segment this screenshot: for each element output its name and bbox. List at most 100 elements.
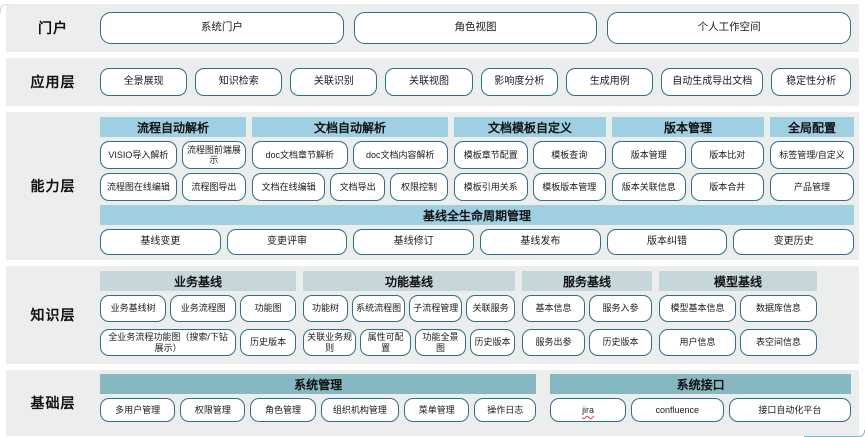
cap-item-doc-export[interactable]: 文档导出	[330, 173, 385, 201]
cap-item-version-relation-info[interactable]: 版本关联信息	[612, 173, 686, 201]
foundation-body: 系统管理 多用户管理 权限管理 角色管理 组织机构管理 菜单管理 操作日志 系统…	[100, 370, 851, 436]
base-item-permission-manage[interactable]: 权限管理	[180, 398, 246, 422]
portal-items: 系统门户 角色视图 个人工作空间	[100, 12, 852, 44]
group-header-doc-template: 文档模板自定义	[454, 117, 606, 137]
know-item-database-info[interactable]: 数据库信息	[740, 295, 817, 322]
group-header-baseline-lifecycle: 基线全生命周期管理	[100, 205, 854, 225]
base-item-operation-log[interactable]: 操作日志	[474, 398, 537, 422]
base-item-confluence[interactable]: confluence	[630, 398, 724, 422]
capability-group-version-manage: 版本管理 版本管理 版本比对 版本关联信息 版本合并	[612, 117, 764, 201]
know-item-business-flowchart[interactable]: 业务流程图	[170, 295, 237, 322]
know-item-tablespace-info[interactable]: 表空间信息	[740, 329, 817, 356]
know-item-related-business-rule[interactable]: 关联业务规则	[303, 329, 357, 356]
cap-item-version-manage[interactable]: 版本管理	[612, 141, 686, 169]
portal-item-system-portal[interactable]: 系统门户	[100, 12, 344, 44]
know-item-user-info[interactable]: 用户信息	[659, 329, 736, 356]
cap-item-template-version-manage[interactable]: 模板版本管理	[532, 173, 606, 201]
know-item-related-service[interactable]: 关联服务	[466, 295, 515, 322]
layer-portal: 门户 系统门户 角色视图 个人工作空间	[6, 4, 859, 52]
cap-item-version-compare[interactable]: 版本比对	[690, 141, 764, 169]
know-item-attribute-configurable[interactable]: 属性可配置	[360, 329, 412, 356]
know-item-business-baseline-tree[interactable]: 业务基线树	[100, 295, 167, 322]
base-item-role-manage[interactable]: 角色管理	[250, 398, 316, 422]
portal-body: 系统门户 角色视图 个人工作空间	[100, 4, 852, 52]
lifecycle-item-baseline-release[interactable]: 基线发布	[480, 229, 601, 255]
cap-item-template-chapter-config[interactable]: 模板章节配置	[454, 141, 528, 169]
cap-item-permission-control[interactable]: 权限控制	[389, 173, 448, 201]
app-item-relation-recognition[interactable]: 关联识别	[290, 68, 378, 96]
know-item-function-panorama[interactable]: 功能全景图	[415, 329, 466, 356]
knowledge-body: 业务基线 业务基线树 业务流程图 功能图 全业务流程功能图（搜索/下钻展示） 历…	[100, 266, 851, 364]
group-header-business-baseline: 业务基线	[100, 271, 296, 291]
know-item-model-basic-info[interactable]: 模型基本信息	[659, 295, 736, 322]
cap-item-flowchart-online-edit[interactable]: 流程图在线编辑	[100, 173, 177, 201]
cap-item-version-merge[interactable]: 版本合并	[690, 173, 764, 201]
know-item-history-version-function[interactable]: 历史版本	[469, 329, 515, 356]
foundation-group-system-interface: 系统接口 jira confluence 接口自动化平台	[550, 374, 851, 432]
corner-decoration-top-left	[0, 4, 9, 13]
app-item-panorama[interactable]: 全景展现	[100, 68, 188, 96]
know-item-history-version-business[interactable]: 历史版本	[240, 329, 296, 356]
base-item-org-structure-manage[interactable]: 组织机构管理	[320, 398, 400, 422]
app-item-auto-export-doc[interactable]: 自动生成导出文档	[661, 68, 764, 96]
know-item-history-version-service[interactable]: 历史版本	[589, 329, 652, 356]
cap-item-visio-import-parse[interactable]: VISIO导入解析	[100, 141, 177, 169]
cap-item-flowchart-frontend-display[interactable]: 流程图前端展示	[181, 141, 246, 169]
group-header-system-manage: 系统管理	[100, 374, 537, 394]
layer-foundation: 基础层 系统管理 多用户管理 权限管理 角色管理 组织机构管理 菜单管理 操作日…	[6, 370, 859, 436]
lifecycle-item-version-correction[interactable]: 版本纠错	[606, 229, 728, 255]
cap-item-template-query[interactable]: 模板查询	[532, 141, 606, 169]
know-item-basic-info[interactable]: 基本信息	[522, 295, 585, 322]
layer-capability: 能力层 流程自动解析 VISIO导入解析 流程图前端展示 流程图在线编辑 流程图…	[6, 112, 859, 260]
cap-item-template-reference-relation[interactable]: 模板引用关系	[454, 173, 528, 201]
cap-item-tag-manage-custom[interactable]: 标签管理/自定义	[770, 141, 854, 169]
know-item-subprocess-manage[interactable]: 子流程管理	[409, 295, 463, 322]
jira-label: jira	[582, 404, 595, 415]
app-item-generate-case[interactable]: 生成用例	[566, 68, 654, 96]
know-item-service-input-param[interactable]: 服务入参	[589, 295, 652, 322]
layer-knowledge: 知识层 业务基线 业务基线树 业务流程图 功能图 全业务流程功能图（搜索/下钻展…	[6, 266, 859, 364]
architecture-diagram: 门户 系统门户 角色视图 个人工作空间 应用层 全景展现 知识检索 关联识别 关…	[0, 4, 865, 437]
cap-item-doc-content-parse[interactable]: doc文档内容解析	[352, 141, 448, 169]
know-item-function-chart[interactable]: 功能图	[240, 295, 296, 322]
portal-item-personal-workspace[interactable]: 个人工作空间	[607, 12, 852, 44]
application-items: 全景展现 知识检索 关联识别 关联视图 影响度分析 生成用例 自动生成导出文档 …	[100, 68, 852, 96]
lifecycle-item-baseline-revision[interactable]: 基线修订	[353, 229, 475, 255]
app-item-stability-analysis[interactable]: 稳定性分析	[771, 68, 852, 96]
group-header-global-config: 全局配置	[770, 117, 854, 137]
capability-group-process-parse: 流程自动解析 VISIO导入解析 流程图前端展示 流程图在线编辑 流程图导出	[100, 117, 246, 201]
group-header-version-manage: 版本管理	[612, 117, 764, 137]
group-header-process-parse: 流程自动解析	[100, 117, 246, 137]
cap-item-doc-chapter-parse[interactable]: doc文档章节解析	[252, 141, 348, 169]
group-header-service-baseline: 服务基线	[522, 271, 652, 291]
knowledge-group-model-baseline: 模型基线 模型基本信息 数据库信息 用户信息 表空间信息	[659, 271, 817, 359]
cap-item-flowchart-export[interactable]: 流程图导出	[181, 173, 246, 201]
cap-item-doc-online-edit[interactable]: 文档在线编辑	[252, 173, 326, 201]
know-item-system-flowchart[interactable]: 系统流程图	[352, 295, 406, 322]
base-item-menu-manage[interactable]: 菜单管理	[404, 398, 470, 422]
know-item-service-output-param[interactable]: 服务出参	[522, 329, 585, 356]
app-item-relation-view[interactable]: 关联视图	[385, 68, 473, 96]
lifecycle-item-baseline-change[interactable]: 基线变更	[100, 229, 221, 255]
layer-application: 应用层 全景展现 知识检索 关联识别 关联视图 影响度分析 生成用例 自动生成导…	[6, 58, 859, 106]
lifecycle-item-change-history[interactable]: 变更历史	[733, 229, 855, 255]
know-item-full-business-flow-function-chart[interactable]: 全业务流程功能图（搜索/下钻展示）	[100, 329, 237, 356]
foundation-groups: 系统管理 多用户管理 权限管理 角色管理 组织机构管理 菜单管理 操作日志 系统…	[100, 370, 851, 436]
group-header-system-interface: 系统接口	[550, 374, 851, 394]
capability-group-doc-parse: 文档自动解析 doc文档章节解析 doc文档内容解析 文档在线编辑 文档导出 权…	[252, 117, 448, 201]
know-item-function-tree[interactable]: 功能树	[303, 295, 349, 322]
corner-decoration-bottom-right	[804, 430, 865, 437]
app-item-impact-analysis[interactable]: 影响度分析	[480, 68, 559, 96]
capability-lifecycle-block: 基线全生命周期管理 基线变更 变更评审 基线修订 基线发布 版本纠错 变更历史	[100, 205, 855, 255]
capability-group-doc-template: 文档模板自定义 模板章节配置 模板查询 模板引用关系 模板版本管理	[454, 117, 606, 201]
group-header-function-baseline: 功能基线	[303, 271, 515, 291]
base-item-interface-automation-platform[interactable]: 接口自动化平台	[728, 398, 851, 422]
base-item-jira[interactable]: jira	[550, 398, 626, 422]
group-header-doc-parse: 文档自动解析	[252, 117, 448, 137]
app-item-knowledge-search[interactable]: 知识检索	[195, 68, 283, 96]
portal-item-role-view[interactable]: 角色视图	[353, 12, 598, 44]
lifecycle-item-change-review[interactable]: 变更评审	[226, 229, 348, 255]
cap-item-product-manage[interactable]: 产品管理	[770, 173, 854, 201]
base-item-multi-user-manage[interactable]: 多用户管理	[100, 398, 176, 422]
layer-label-capability: 能力层	[30, 178, 76, 194]
